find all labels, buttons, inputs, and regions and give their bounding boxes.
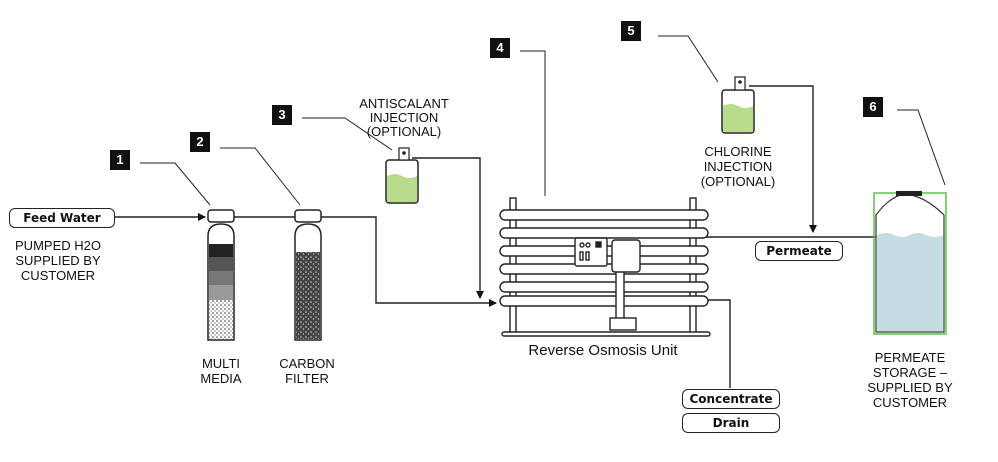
carbon-filter-tank bbox=[294, 209, 322, 341]
badge-3: 3 bbox=[272, 105, 292, 125]
badge-1: 1 bbox=[110, 150, 130, 170]
concentrate-box: Concentrate bbox=[682, 389, 780, 409]
carbon-to-ro-line bbox=[320, 216, 497, 307]
permeate-storage-label: PERMEATE STORAGE – SUPPLIED BY CUSTOMER bbox=[867, 350, 953, 410]
concentrate-line bbox=[708, 299, 731, 388]
chlorine-line bbox=[749, 85, 817, 233]
chlorine-bottle bbox=[721, 76, 755, 134]
permeate-storage-tank bbox=[873, 191, 947, 335]
antiscalant-to-ro-line bbox=[412, 157, 484, 299]
antiscalant-label: ANTISCALANT INJECTION (OPTIONAL) bbox=[359, 96, 449, 139]
antiscalant-bottle bbox=[385, 147, 419, 204]
multi-media-label: MULTI MEDIA bbox=[200, 356, 242, 386]
badge-4: 4 bbox=[490, 38, 510, 58]
chlorine-label: CHLORINE INJECTION (OPTIONAL) bbox=[700, 144, 776, 189]
ro-unit-label: Reverse Osmosis Unit bbox=[528, 342, 678, 359]
badge-2: 2 bbox=[190, 132, 210, 152]
badge-6: 6 bbox=[863, 97, 883, 117]
drain-box: Drain bbox=[682, 413, 780, 433]
badge-5: 5 bbox=[621, 21, 641, 41]
carbon-filter-label: CARBON FILTER bbox=[279, 356, 335, 386]
feed-water-box: Feed Water bbox=[9, 208, 115, 228]
feed-supply-label: PUMPED H2O SUPPLIED BY CUSTOMER bbox=[15, 238, 101, 283]
ro-unit bbox=[499, 197, 711, 337]
multi-media-tank bbox=[207, 209, 235, 341]
leader-lines bbox=[140, 35, 946, 206]
permeate-box: Permeate bbox=[755, 241, 843, 261]
